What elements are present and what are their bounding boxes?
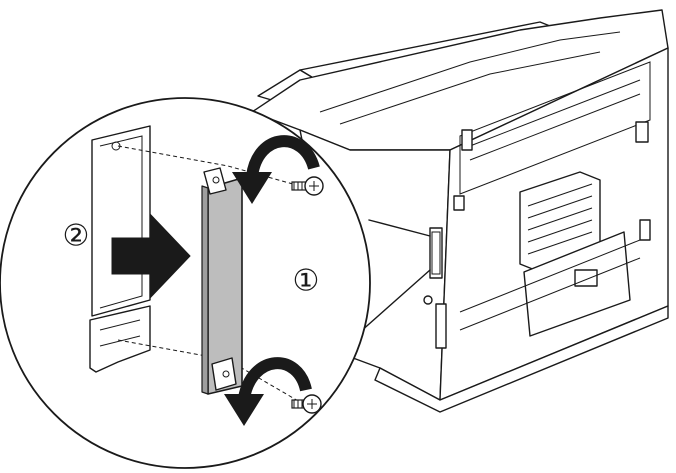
cassette-handle	[575, 270, 597, 286]
cover-tab-bottom	[212, 358, 236, 390]
cover-plate-edge	[202, 186, 208, 394]
latch-left	[462, 130, 472, 150]
step-2-label: ②	[63, 220, 90, 253]
slot-frame	[92, 126, 150, 316]
tab-small	[454, 196, 464, 210]
parallel-port	[436, 304, 446, 348]
step-1-label: ①	[293, 265, 320, 298]
port-screw	[424, 296, 432, 304]
latch-right	[636, 122, 648, 142]
tab-right	[640, 220, 650, 240]
